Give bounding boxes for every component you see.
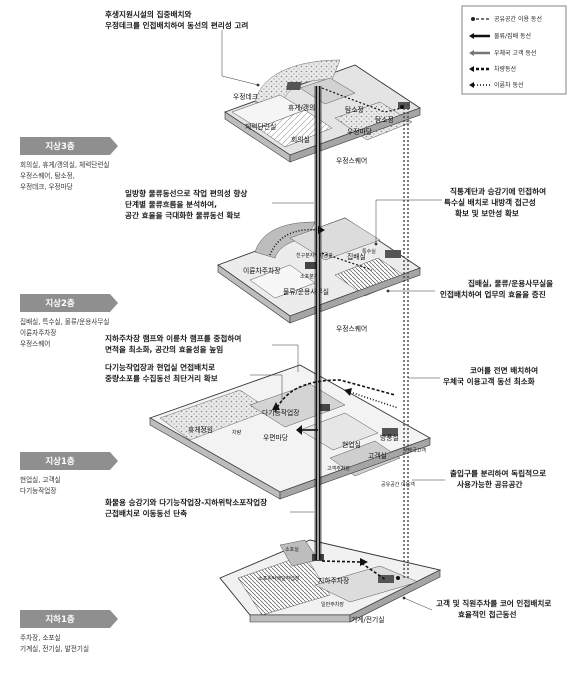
level-label-b1: 지하1층 주차장, 소포실 기계실, 전기실, 발전기실: [20, 610, 118, 653]
room-label-b1: 지하주차장: [318, 576, 349, 585]
room-label-b1: 일반주차장: [321, 601, 344, 608]
vertical-core-shared: [403, 104, 409, 580]
svg-text:직통계단과 승강기에 인접하여: 직통계단과 승강기에 인접하여: [450, 186, 546, 196]
room-label-1f: 고객실: [368, 451, 387, 460]
legend-item-shared: 공유공간 이용 동선: [471, 15, 542, 23]
room-label-b1: 기계/전기실: [351, 615, 385, 624]
svg-text:면적을 최소화, 공간의 효율성을 높임: 면적을 최소화, 공간의 효율성을 높임: [105, 344, 223, 354]
floor-plate-b1: [219, 539, 442, 623]
room-label-3f: 회의실: [291, 135, 310, 144]
annotation-3f-welfare: 후생지원시설의 집중배치와 우정데크를 인접배치하여 동선의 편리성 고려: [105, 9, 260, 87]
svg-text:우정스퀘어, 탐소정,: 우정스퀘어, 탐소정,: [20, 171, 75, 180]
svg-text:인접배치하여 업무의 효율을 증진: 인접배치하여 업무의 효율을 증진: [440, 289, 546, 299]
room-label-3f: 우정데크: [233, 92, 258, 101]
room-label-1f: 공유공간 이용객: [381, 481, 415, 488]
room-label-1f: 우체국고객: [403, 447, 426, 454]
svg-text:이륜자주차장: 이륜자주차장: [20, 328, 56, 337]
svg-text:고객 및 직원주차를 코어 인접배치로: 고객 및 직원주차를 코어 인접배치로: [436, 598, 551, 608]
room-label-b1: 소포실: [285, 546, 299, 553]
room-label-1f: 고객주차장: [327, 465, 350, 472]
room-label-3f: 체력단련실: [245, 122, 276, 131]
svg-text:현업실, 고객실: 현업실, 고객실: [20, 475, 61, 484]
room-label-2f: 우정스퀘어: [336, 324, 367, 333]
room-label-2f: 물류/운용사무실: [283, 287, 329, 296]
room-label-3f: 탐소정: [345, 105, 364, 114]
svg-text:기계실, 전기실, 발전기실: 기계실, 전기실, 발전기실: [20, 644, 89, 653]
legend-item-logistics: 물류/집배 동선: [469, 32, 531, 40]
floor-plate-3f: [224, 59, 421, 163]
svg-text:지상1층: 지상1층: [45, 456, 75, 467]
room-label-1f: 휴게정원: [188, 425, 213, 434]
room-label-1f: 방풍실: [380, 433, 399, 442]
legend-label: 공유공간 이용 동선: [494, 15, 542, 23]
svg-text:근접배치로 이동동선 단축: 근접배치로 이동동선 단축: [105, 508, 187, 518]
svg-text:회의실, 휴게/갱의실, 체력단련실: 회의실, 휴게/갱의실, 체력단련실: [20, 160, 109, 169]
svg-text:지상3층: 지상3층: [45, 141, 75, 152]
annotation-multipurpose: 다기능작업장과 현업실 연접배치로 중량소포를 수집동선 최단거리 확보: [105, 362, 283, 402]
room-label-2f: 친구분자주차공간: [296, 252, 333, 259]
room-label-2f: 집배실: [347, 252, 366, 261]
vertical-core-main: [314, 86, 322, 560]
annotation-parking: 고객 및 직원주차를 코어 인접배치로 효율적인 접근동선: [402, 596, 551, 619]
svg-text:우정스퀘어: 우정스퀘어: [20, 339, 50, 348]
svg-text:사용가능한 공유공간: 사용가능한 공유공간: [457, 479, 523, 489]
svg-text:출입구를 분리하여 독립적으로: 출입구를 분리하여 독립적으로: [450, 468, 546, 478]
legend-label: 이륜차 동선: [494, 81, 524, 89]
room-label-2f: 소포분기: [300, 273, 318, 280]
svg-text:공간 효율을 극대화한 물류동선 확보: 공간 효율을 극대화한 물류동선 확보: [125, 210, 240, 220]
room-label-2f: 특수실: [362, 248, 376, 255]
svg-text:확보 및 보안성 확보: 확보 및 보안성 확보: [455, 208, 519, 218]
level-label-l2: 지상2층 집배실, 특수실, 물류/운용사무실 이륜자주차장 우정스퀘어: [20, 294, 118, 348]
svg-text:효율적인 접근동선: 효율적인 접근동선: [458, 609, 517, 619]
room-label-1f: 차량: [232, 429, 242, 436]
svg-text:코어를 전면 배치하여: 코어를 전면 배치하여: [470, 365, 538, 375]
annotation-delivery-office: 집배실, 물류/운용사무실을 인접배치하여 업무의 효율을 증진: [386, 278, 553, 299]
room-label-3f: 탐소정: [375, 115, 394, 124]
room-label-1f: 다기능작업장: [262, 408, 300, 417]
annotation-ramp: 지하주차장 램프와 이륜차 램프를 중첩하여 면적을 최소화, 공간의 효율성을…: [105, 333, 299, 372]
room-label-1f: 현업실: [342, 440, 361, 449]
room-label-b1: 소포위탁배달작업장: [258, 575, 300, 582]
room-label-1f: 우편마당: [263, 433, 288, 442]
svg-text:집배실, 물류/운용사무실을: 집배실, 물류/운용사무실을: [468, 278, 553, 288]
legend-label: 차량동선: [494, 65, 516, 73]
svg-text:특수실 배치로 내방객 접근성: 특수실 배치로 내방객 접근성: [444, 197, 536, 207]
svg-text:주차장, 소포실: 주차장, 소포실: [20, 633, 61, 642]
annotation-shared-space: 출입구를 분리하여 독립적으로 사용가능한 공유공간: [412, 468, 546, 489]
svg-text:일방향 물류동선으로 작업 편의성 향상: 일방향 물류동선으로 작업 편의성 향상: [125, 188, 247, 198]
svg-text:지상2층: 지상2층: [45, 298, 75, 309]
legend-item-customer: 우체국 고객 동선: [469, 49, 536, 57]
annotation-logistics: 일방향 물류동선으로 작업 편의성 향상 단계별 물류흐름을 분석하여, 공간 …: [125, 188, 314, 220]
svg-text:집배실, 특수실, 물류/운용사무실: 집배실, 특수실, 물류/운용사무실: [20, 317, 109, 326]
legend-item-motorcycle: 이륜차 동선: [469, 81, 524, 89]
svg-text:다기능작업장과 현업실 연접배치로: 다기능작업장과 현업실 연접배치로: [105, 362, 215, 372]
svg-text:우정데크, 우정마당: 우정데크, 우정마당: [20, 182, 73, 191]
svg-text:다기능작업장: 다기능작업장: [20, 486, 56, 495]
legend: 공유공간 이용 동선 물류/집배 동선 우체국 고객 동선 차량동선 이륜차 동…: [461, 5, 567, 95]
annotation-freight-elevator: 화물용 승강기와 다기능작업장-지하위탁소포작업장 근접배치로 이동동선 단축: [105, 497, 314, 518]
level-label-l1: 지상1층 현업실, 고객실 다기능작업장: [20, 452, 118, 495]
annotation-special-room: 직통계단과 승강기에 인접하여 특수실 배치로 내방객 접근성 확보 및 보안성…: [374, 186, 546, 246]
annotation-core-front: 코어를 전면 배치하여 우체국 이용고객 동선 최소화: [408, 365, 538, 386]
room-label-2f: 이륜차주차장: [243, 266, 281, 275]
svg-text:지하주차장 램프와 이륜차 램프를 중첩하여: 지하주차장 램프와 이륜차 램프를 중첩하여: [105, 333, 241, 343]
room-label-3f: 우정마당: [347, 127, 372, 136]
svg-text:단계별 물류흐름을 분석하여,: 단계별 물류흐름을 분석하여,: [125, 199, 217, 209]
legend-label: 물류/집배 동선: [494, 32, 531, 40]
svg-text:우체국 이용고객 동선 최소화: 우체국 이용고객 동선 최소화: [443, 376, 535, 386]
svg-text:후생지원시설의 집중배치와: 후생지원시설의 집중배치와: [105, 9, 191, 19]
svg-text:지하1층: 지하1층: [45, 614, 75, 625]
svg-text:화물용 승강기와 다기능작업장-지하위탁소포작업장: 화물용 승강기와 다기능작업장-지하위탁소포작업장: [105, 497, 267, 507]
svg-text:우정데크를 인접배치하여 동선의 편리성 고려: 우정데크를 인접배치하여 동선의 편리성 고려: [105, 20, 248, 30]
room-label-3f: 휴게/갱의: [288, 103, 315, 112]
legend-label: 우체국 고객 동선: [494, 49, 536, 57]
legend-item-vehicle: 차량동선: [469, 65, 516, 73]
circulation-paths: [269, 87, 404, 581]
level-label-l3: 지상3층 회의실, 휴게/갱의실, 체력단련실 우정스퀘어, 탐소정, 우정데크…: [20, 137, 118, 191]
svg-text:중량소포를 수집동선 최단거리 확보: 중량소포를 수집동선 최단거리 확보: [105, 373, 218, 383]
room-label-3f: 우정스퀘어: [336, 156, 367, 165]
